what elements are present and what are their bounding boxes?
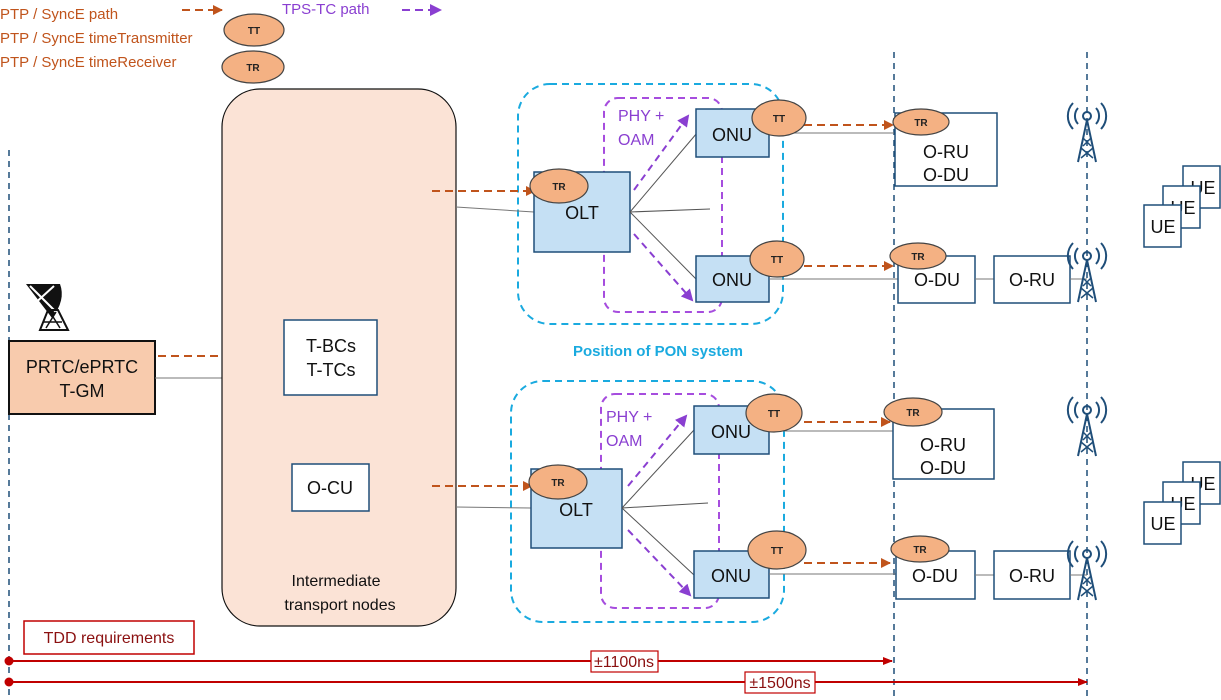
- pon-system-upper: [517, 83, 784, 325]
- oru-box-lower: O-RU: [993, 550, 1071, 600]
- tdd-requirements-box: TDD requirements: [23, 620, 195, 655]
- svg-text:ONU: ONU: [711, 566, 751, 586]
- tr-ellipse-olt-upper: TR: [529, 168, 589, 204]
- ocu-box: O-CU: [291, 463, 370, 512]
- svg-text:ONU: ONU: [712, 125, 752, 145]
- svg-text:O-RU: O-RU: [1009, 566, 1055, 586]
- legend-tps-path-label: TPS-TC path: [282, 1, 370, 18]
- svg-text:TR: TR: [906, 408, 920, 419]
- svg-text:TR: TR: [551, 478, 565, 489]
- prtc-tgm-box: PRTC/ePRTC T-GM: [8, 340, 156, 415]
- legend-tr-ellipse: TR: [221, 50, 285, 84]
- legend-tt-ellipse: TT: [223, 13, 285, 47]
- transport-label-1: Intermediate: [292, 573, 381, 590]
- svg-text:O-DU: O-DU: [920, 458, 966, 478]
- pon-system-lower: [510, 380, 785, 623]
- tgm-label: T-GM: [60, 381, 105, 401]
- tps-region-lower: [600, 393, 720, 609]
- svg-text:TT: TT: [768, 409, 780, 420]
- oam-label-upper: OAM: [618, 132, 654, 149]
- svg-text:UE: UE: [1150, 514, 1175, 534]
- tt-ellipse-onu-lower-2: TT: [747, 530, 807, 570]
- tbc-label: T-BCs: [306, 336, 356, 356]
- svg-text:TR: TR: [914, 118, 928, 129]
- svg-text:ONU: ONU: [712, 270, 752, 290]
- timing-origin-1500: [4, 677, 14, 687]
- phy-label-upper: PHY +: [618, 108, 664, 125]
- tr-ellipse-odu-lower: TR: [890, 535, 950, 563]
- svg-text:TT: TT: [771, 546, 783, 557]
- tr-ellipse-olt-lower: TR: [528, 464, 588, 500]
- svg-text:TR: TR: [913, 545, 927, 556]
- svg-text:O-DU: O-DU: [914, 270, 960, 290]
- satellite-dish-icon: [26, 284, 70, 331]
- tt-ellipse-onu-upper-1: TT: [751, 99, 807, 137]
- oru-box-upper: O-RU: [993, 255, 1071, 304]
- svg-text:OLT: OLT: [559, 500, 593, 520]
- svg-text:O-RU: O-RU: [1009, 270, 1055, 290]
- tps-arrow-upper-1: [633, 114, 690, 191]
- tps-arrow-lower-1: [627, 414, 688, 487]
- tt-ellipse-onu-upper-2: TT: [749, 240, 805, 278]
- tt-ellipse-onu-lower-1: TT: [745, 393, 803, 433]
- svg-text:TT: TT: [773, 114, 785, 125]
- svg-text:TR: TR: [911, 252, 925, 263]
- svg-text:±1500ns: ±1500ns: [749, 675, 810, 692]
- tps-arrow-lower-2: [627, 529, 692, 597]
- oam-label-lower: OAM: [606, 433, 642, 450]
- ue-stack-upper: UE UE UE: [1143, 165, 1221, 248]
- timing-label-1500: ±1500ns: [744, 671, 816, 694]
- svg-text:O-DU: O-DU: [923, 165, 969, 185]
- svg-text:TR: TR: [246, 63, 260, 74]
- tps-region-upper: [603, 97, 723, 313]
- svg-text:TDD requirements: TDD requirements: [44, 630, 175, 647]
- svg-text:O-RU: O-RU: [923, 142, 969, 162]
- phy-label-lower: PHY +: [606, 409, 652, 426]
- ocu-label: O-CU: [307, 478, 353, 498]
- legend-ptp-path-label: PTP / SyncE path: [0, 6, 118, 23]
- svg-text:TT: TT: [248, 26, 260, 37]
- tr-ellipse-odu-upper: TR: [889, 242, 947, 270]
- timing-label-1100: ±1100ns: [590, 650, 659, 673]
- tps-arrow-upper-2: [633, 233, 694, 302]
- svg-text:O-RU: O-RU: [920, 435, 966, 455]
- svg-text:±1100ns: ±1100ns: [594, 654, 654, 671]
- svg-text:ONU: ONU: [711, 422, 751, 442]
- pon-position-label: Position of PON system: [573, 343, 743, 360]
- tr-ellipse-oru-odu-upper: TR: [892, 108, 950, 136]
- svg-text:TR: TR: [552, 182, 566, 193]
- legend-tt-label: PTP / SyncE timeTransmitter: [0, 30, 193, 47]
- legend-tr-label: PTP / SyncE timeReceiver: [0, 54, 176, 71]
- ttc-label: T-TCs: [307, 360, 356, 380]
- svg-text:O-DU: O-DU: [912, 566, 958, 586]
- onu-upper-1: ONU: [695, 108, 770, 158]
- tbc-ttc-box: T-BCs T-TCs: [283, 319, 378, 396]
- transport-label-2: transport nodes: [284, 597, 395, 614]
- timing-origin-1100: [4, 656, 14, 666]
- svg-text:TT: TT: [771, 255, 783, 266]
- svg-text:UE: UE: [1150, 217, 1175, 237]
- ue-stack-lower: UE UE UE: [1143, 461, 1221, 545]
- tr-ellipse-oru-odu-lower: TR: [883, 397, 943, 427]
- prtc-label: PRTC/ePRTC: [26, 357, 138, 377]
- svg-text:OLT: OLT: [565, 203, 599, 223]
